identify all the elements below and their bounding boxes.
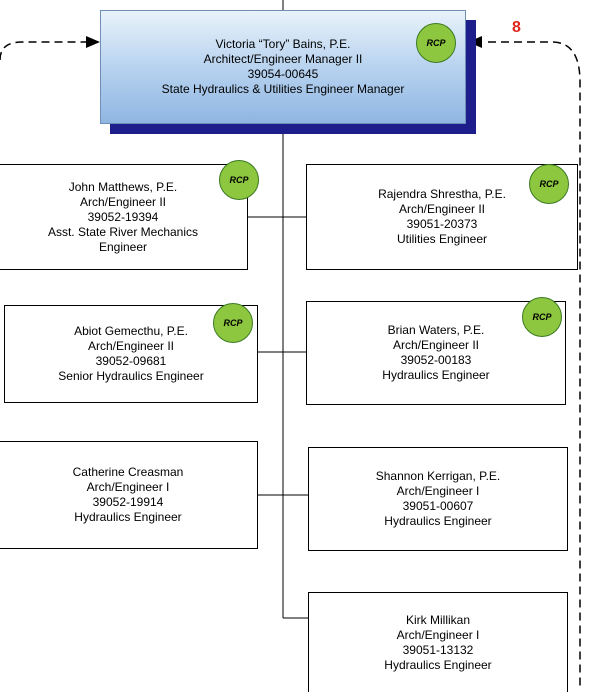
staff-box-rajendra-shrestha: Rajendra Shrestha, P.E. Arch/Engineer II… bbox=[306, 164, 578, 270]
staff-position-number: 39051-00607 bbox=[402, 499, 474, 513]
staff-position-number: 39052-09681 bbox=[95, 354, 167, 368]
rcp-label: RCP bbox=[229, 175, 249, 185]
rcp-badge-john-matthews: RCP bbox=[219, 160, 259, 200]
staff-name: Catherine Creasman bbox=[72, 465, 184, 479]
rcp-badge-manager: RCP bbox=[416, 23, 456, 63]
staff-role-line2: Engineer bbox=[98, 239, 148, 254]
staff-title: Arch/Engineer II bbox=[79, 194, 167, 209]
staff-name: Brian Waters, P.E. bbox=[387, 323, 485, 337]
staff-title: Arch/Engineer II bbox=[398, 202, 486, 216]
staff-title: Arch/Engineer II bbox=[87, 339, 175, 353]
staff-role: Senior Hydraulics Engineer bbox=[58, 369, 204, 383]
staff-role: Hydraulics Engineer bbox=[382, 368, 490, 382]
staff-box-john-matthews: John Matthews, P.E. Arch/Engineer II 390… bbox=[0, 164, 248, 270]
staff-position-number: 39051-13132 bbox=[402, 642, 474, 657]
staff-position-number: 39052-00183 bbox=[400, 353, 472, 367]
staff-role: Asst. State River Mechanics bbox=[47, 224, 199, 239]
staff-role: Hydraulics Engineer bbox=[384, 514, 492, 528]
staff-position-number: 39052-19914 bbox=[92, 495, 164, 509]
rcp-label: RCP bbox=[426, 38, 446, 48]
staff-name: John Matthews, P.E. bbox=[68, 179, 178, 194]
rcp-badge-brian-waters: RCP bbox=[522, 297, 562, 337]
staff-role: Hydraulics Engineer bbox=[74, 510, 182, 524]
rcp-label: RCP bbox=[532, 312, 552, 322]
rcp-label: RCP bbox=[223, 318, 243, 328]
staff-name: Shannon Kerrigan, P.E. bbox=[375, 469, 501, 483]
staff-role: Utilities Engineer bbox=[396, 232, 488, 246]
staff-box-shannon-kerrigan: Shannon Kerrigan, P.E. Arch/Engineer I 3… bbox=[308, 447, 568, 551]
manager-box: Victoria “Tory” Bains, P.E. Architect/En… bbox=[100, 10, 466, 124]
staff-title: Arch/Engineer I bbox=[396, 484, 480, 498]
rcp-label: RCP bbox=[539, 179, 559, 189]
staff-title: Arch/Engineer I bbox=[396, 627, 480, 642]
manager-title: Architect/Engineer Manager II bbox=[203, 52, 363, 66]
rcp-badge-abiot-gemecthu: RCP bbox=[213, 303, 253, 343]
staff-name: Rajendra Shrestha, P.E. bbox=[378, 187, 506, 201]
staff-box-kirk-millikan: Kirk Millikan Arch/Engineer I 39051-1313… bbox=[308, 592, 568, 692]
staff-name: Kirk Millikan bbox=[405, 612, 470, 627]
manager-role: State Hydraulics & Utilities Engineer Ma… bbox=[161, 82, 405, 96]
rcp-badge-rajendra-shrestha: RCP bbox=[529, 164, 569, 204]
manager-name: Victoria “Tory” Bains, P.E. bbox=[215, 37, 351, 51]
staff-box-catherine-creasman: Catherine Creasman Arch/Engineer I 39052… bbox=[0, 441, 258, 549]
manager-position-number: 39054-00645 bbox=[247, 67, 319, 81]
staff-role: Hydraulics Engineer bbox=[384, 657, 492, 672]
page-number-badge: 8 bbox=[512, 19, 521, 36]
staff-position-number: 39051-20373 bbox=[406, 217, 478, 231]
staff-title: Arch/Engineer II bbox=[392, 338, 480, 352]
staff-position-number: 39052-19394 bbox=[87, 209, 159, 224]
staff-name: Abiot Gemecthu, P.E. bbox=[74, 324, 188, 338]
staff-title: Arch/Engineer I bbox=[86, 480, 170, 494]
